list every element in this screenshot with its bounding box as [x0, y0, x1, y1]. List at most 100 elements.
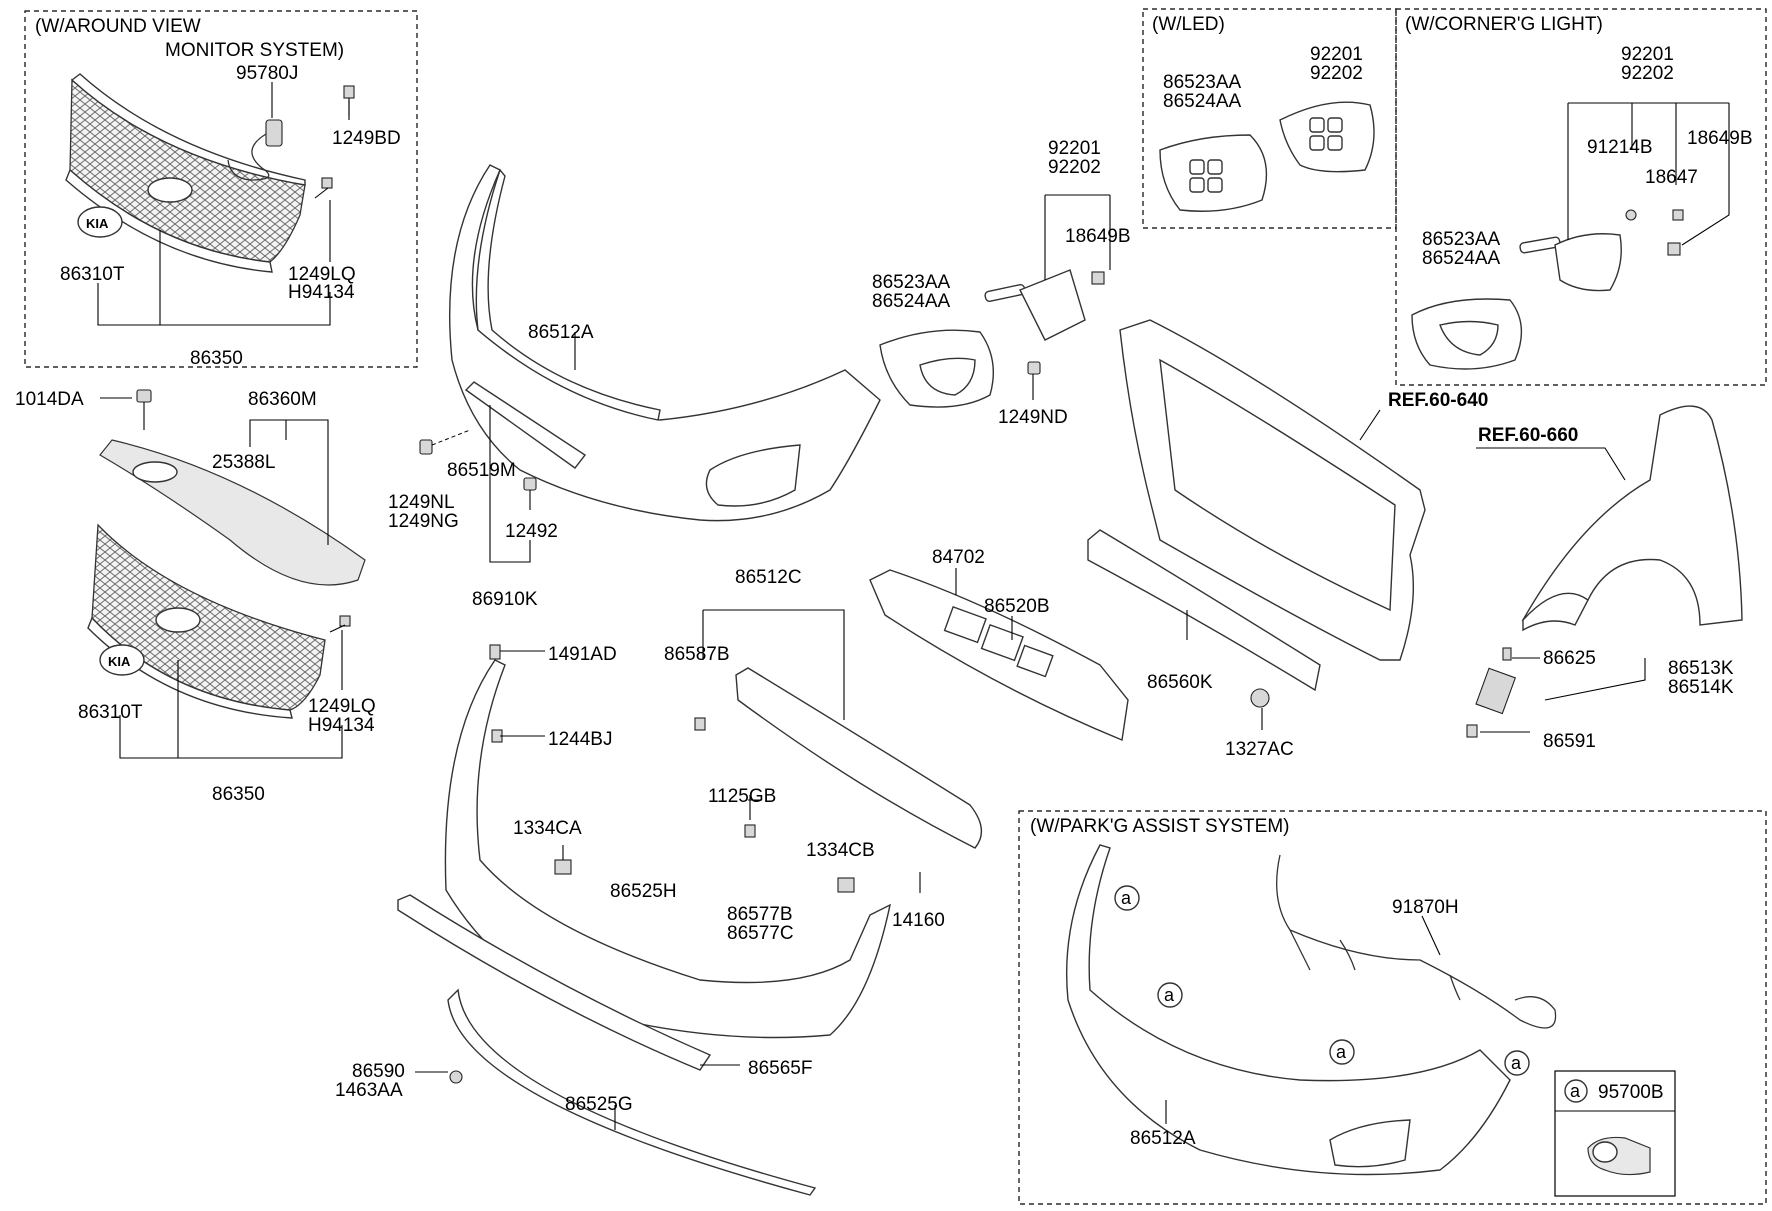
corner-light-lamp-drawing: [1519, 233, 1622, 292]
part-label-86577C: 86577C: [727, 923, 794, 944]
screw-1249NL: [419, 429, 471, 455]
around-view-camera-drawing: [227, 119, 283, 181]
corner-light-section-box: [1395, 8, 1767, 386]
around-view-screw-1249LQ: [314, 177, 333, 199]
around-view-section-title: (W/AROUND VIEW: [35, 16, 201, 37]
part-label-86513K: 86513K: [1668, 658, 1734, 679]
sensor-legend-marker: [1564, 1079, 1588, 1103]
grille-leader-lines: [100, 397, 343, 759]
front-end-module-drawing: [1119, 319, 1426, 661]
part-label-86587B: 86587B: [664, 644, 730, 665]
lower-grille-drawing: [735, 667, 983, 849]
svg-text:KIA: KIA: [108, 654, 131, 669]
part-label-1249BD: 1249BD: [332, 128, 401, 149]
corner-light-fasteners: [1625, 209, 1684, 256]
part-label-86524AA: 86524AA: [872, 291, 951, 312]
part-label-86512C: 86512C: [735, 567, 802, 588]
park-assist-section-box: [1018, 810, 1767, 1205]
part-label-86514K: 86514K: [1668, 677, 1734, 698]
part-label-cl-92202: 92202: [1621, 63, 1674, 84]
part-label-cl-18647: 18647: [1645, 167, 1698, 188]
skid-plate-drawing: [397, 894, 712, 1071]
part-label-led-86523AA: 86523AA: [1163, 72, 1242, 93]
part-label-cl-91214B: 91214B: [1587, 137, 1653, 158]
part-label-1249LQ-lower: 1249LQ: [308, 696, 376, 717]
svg-text:a: a: [1164, 985, 1175, 1005]
part-label-1249NL: 1249NL: [388, 492, 455, 513]
license-bracket-drawing: [464, 381, 587, 469]
part-label-1334CB: 1334CB: [806, 840, 875, 861]
part-label-86565F: 86565F: [748, 1058, 812, 1079]
absorber-leader-lines: [955, 568, 1013, 640]
part-label-18649B: 18649B: [1065, 226, 1131, 247]
part-label-86512A: 86512A: [528, 322, 594, 343]
corner-light-section-title: (W/CORNER'G LIGHT): [1405, 14, 1603, 35]
fender-brackets: [1466, 647, 1517, 738]
screw-12492: [523, 477, 537, 510]
part-label-1334CA: 1334CA: [513, 818, 582, 839]
part-label-cl-86523AA: 86523AA: [1422, 229, 1501, 250]
part-label-1014DA: 1014DA: [15, 389, 84, 410]
fog-lamp-housing-drawing: [879, 329, 995, 408]
part-label-86360M: 86360M: [248, 389, 317, 410]
sensor-legend-letter: a: [1570, 1081, 1581, 1101]
part-label-86910K: 86910K: [472, 589, 538, 610]
around-view-leader-lines: [97, 82, 350, 326]
part-label-86520B: 86520B: [984, 596, 1050, 617]
lower-bumper-leader-lines: [415, 609, 921, 1130]
part-label-cl-86524AA: 86524AA: [1422, 248, 1501, 269]
park-assist-leader-lines: [1165, 915, 1441, 1124]
corner-light-leader-lines: [1567, 102, 1730, 246]
part-label-cl-18649B: 18649B: [1687, 128, 1753, 149]
part-label-12492: 12492: [505, 521, 558, 542]
park-assist-wiring-drawing: [1276, 854, 1557, 1029]
part-label-86525G: 86525G: [565, 1094, 633, 1115]
part-label-1249ND: 1249ND: [998, 407, 1068, 428]
part-label-91870H: 91870H: [1392, 897, 1459, 918]
fastener-1014DA: [136, 389, 152, 430]
svg-text:KIA: KIA: [86, 216, 109, 231]
part-label-86350-lower: 86350: [212, 784, 265, 805]
around-view-emblem: KIA: [77, 206, 123, 238]
fog-lamp-drl-drawing: [984, 269, 1086, 341]
part-label-86519M: 86519M: [447, 460, 516, 481]
part-label-led-92202: 92202: [1310, 63, 1363, 84]
parking-sensor-drawing: [1587, 1136, 1651, 1176]
grille-emblem: KIA: [99, 644, 145, 676]
part-label-14160: 14160: [892, 910, 945, 931]
part-label-1463AA: 1463AA: [335, 1080, 403, 1101]
energy-absorber-drawing: [869, 569, 1129, 741]
part-label-pa-86512A: 86512A: [1130, 1128, 1196, 1149]
part-label-1327AC: 1327AC: [1225, 739, 1294, 760]
part-label-led-92201: 92201: [1310, 44, 1363, 65]
part-label-86310T-lower: 86310T: [78, 702, 143, 723]
part-label-1244BJ: 1244BJ: [548, 729, 612, 750]
led-section-box: [1142, 8, 1397, 229]
part-label-86310T: 86310T: [60, 264, 125, 285]
park-assist-bumper-drawing: [1065, 844, 1511, 1176]
part-label-86577B: 86577B: [727, 904, 793, 925]
part-label-86591: 86591: [1543, 731, 1596, 752]
around-view-section-box: [24, 10, 418, 368]
nut-1327AC: [1250, 688, 1270, 708]
part-label-cl-92201: 92201: [1621, 44, 1674, 65]
sensor-legend-box: [1554, 1070, 1676, 1197]
part-label-led-86524AA: 86524AA: [1163, 91, 1242, 112]
bumper-cover-upper-drawing: [448, 164, 881, 522]
lower-molding-drawing: [447, 988, 817, 1196]
part-label-86350: 86350: [190, 348, 243, 369]
part-label-92201: 92201: [1048, 138, 1101, 159]
led-lamp-housing-drawing: [1159, 134, 1268, 212]
park-assist-sensor-markers: a a a a: [1114, 885, 1530, 1076]
ref-label-frame: REF.60-640: [1388, 390, 1488, 411]
around-view-section-title-line2: MONITOR SYSTEM): [165, 40, 344, 61]
part-label-1491AD: 1491AD: [548, 644, 617, 665]
screw-1249LQ-lower: [329, 615, 351, 633]
part-label-86625: 86625: [1543, 648, 1596, 669]
part-label-84702: 84702: [932, 547, 985, 568]
bumper-upper-leader-lines: [489, 332, 576, 563]
svg-text:a: a: [1121, 888, 1132, 908]
corner-light-housing-drawing: [1411, 298, 1523, 370]
lower-bumper-fasteners: [449, 644, 855, 1084]
